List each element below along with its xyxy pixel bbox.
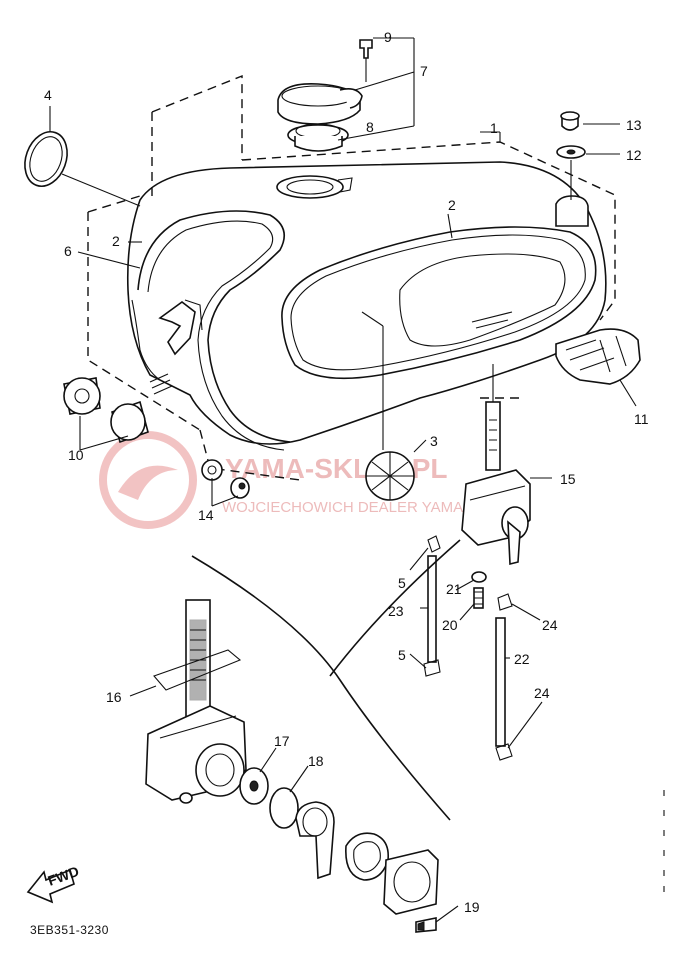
- callout-23: 23: [388, 603, 404, 619]
- callout-numbers: 1 2 2 3 4 5 5 6 7 8 9 10 11 12 13 14 15 …: [44, 29, 649, 915]
- callout-13: 13: [626, 117, 642, 133]
- callout-3: 3: [430, 433, 438, 449]
- callout-9: 9: [384, 29, 392, 45]
- watermark: YAMA-SKLEP.PL WOJCIECHOWICH DEALER YAMAH…: [99, 431, 484, 529]
- fuel-tank: [126, 161, 607, 451]
- grommets-14: [201, 459, 250, 499]
- callout-24-upper: 24: [542, 617, 558, 633]
- watermark-logo-swoosh: [118, 465, 178, 500]
- hoses-and-clips: [423, 535, 513, 761]
- callout-21: 21: [446, 581, 462, 597]
- callout-5-lower: 5: [398, 647, 406, 663]
- callout-12: 12: [626, 147, 642, 163]
- callout-14: 14: [198, 507, 214, 523]
- part-code: 3EB351-3230: [30, 923, 109, 937]
- callout-17: 17: [274, 733, 290, 749]
- watermark-logo-ring: [99, 431, 197, 529]
- callout-16: 16: [106, 689, 122, 705]
- callout-22: 22: [514, 651, 530, 667]
- watermark-subtitle: WOJCIECHOWICH DEALER YAMAHA: [222, 499, 484, 516]
- seal-ring-4: [24, 131, 68, 187]
- callout-2-right: 2: [448, 197, 456, 213]
- callout-20: 20: [442, 617, 458, 633]
- fuel-cap-assembly: [277, 39, 373, 152]
- emblem-3: [361, 311, 415, 501]
- callout-15: 15: [560, 471, 576, 487]
- callout-7: 7: [420, 63, 428, 79]
- callout-19: 19: [464, 899, 480, 915]
- dampers-10: [63, 377, 149, 444]
- assembly-outline: [87, 74, 616, 481]
- callout-8: 8: [366, 119, 374, 135]
- fuel-cock-15: [461, 364, 531, 566]
- callout-4: 4: [44, 87, 52, 103]
- forward-arrow: FWD: [26, 863, 81, 904]
- detail-enlargement: [145, 539, 461, 933]
- callout-5-upper: 5: [398, 575, 406, 591]
- leader-lines: [49, 37, 637, 923]
- damper-plate-11: [555, 328, 641, 385]
- callout-1: 1: [490, 120, 498, 136]
- callout-6: 6: [64, 243, 72, 259]
- callout-18: 18: [308, 753, 324, 769]
- damper-12-13: [556, 111, 586, 200]
- callout-2-left: 2: [112, 233, 120, 249]
- callout-10: 10: [68, 447, 84, 463]
- callout-24-lower: 24: [534, 685, 550, 701]
- callout-11: 11: [634, 411, 649, 427]
